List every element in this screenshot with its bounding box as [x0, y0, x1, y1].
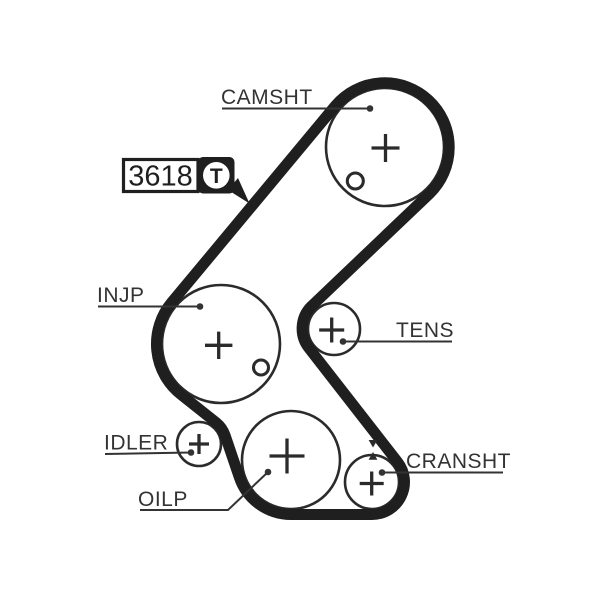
badge-part-number: 3618: [128, 161, 193, 193]
center-cross-idler: [189, 434, 209, 454]
leader-dot-oilp: [264, 468, 272, 476]
leader-dot-tens: [339, 338, 347, 345]
center-cross-oilp: [269, 438, 305, 474]
label-tens: TENS: [396, 319, 454, 342]
gates-t-logo-circle: [203, 162, 230, 189]
leader-dot-camsht: [366, 105, 374, 112]
alignment-arrow-down-icon: [368, 440, 378, 448]
alignment-arrow-up-icon: [368, 452, 378, 460]
label-cransht: CRANSHT: [406, 450, 511, 473]
leader-line-oilp: [140, 471, 269, 511]
label-injp: INJP: [97, 284, 145, 307]
label-camsht: CAMSHT: [221, 86, 313, 109]
center-cross-camsht: [371, 134, 400, 162]
part-badge: 3618 T: [121, 157, 250, 204]
leader-line-idler: [104, 451, 192, 455]
leader-dot-cransht: [378, 469, 386, 476]
label-idler: IDLER: [104, 432, 168, 455]
gates-t-logo-icon: T: [210, 165, 223, 188]
badge-number-box: [121, 157, 200, 194]
timing-belt-path: [150, 77, 455, 520]
center-cross-cransht: [359, 471, 384, 496]
timing-hole-injp: [251, 358, 271, 377]
center-cross-injp: [205, 331, 233, 359]
timing-hole-camsht: [345, 171, 365, 191]
leader-dot-idler: [187, 449, 195, 456]
leader-dot-injp: [196, 303, 204, 310]
label-oilp: OILP: [138, 488, 188, 511]
center-cross-tens: [319, 317, 345, 343]
pulley-oilp: [240, 409, 342, 511]
